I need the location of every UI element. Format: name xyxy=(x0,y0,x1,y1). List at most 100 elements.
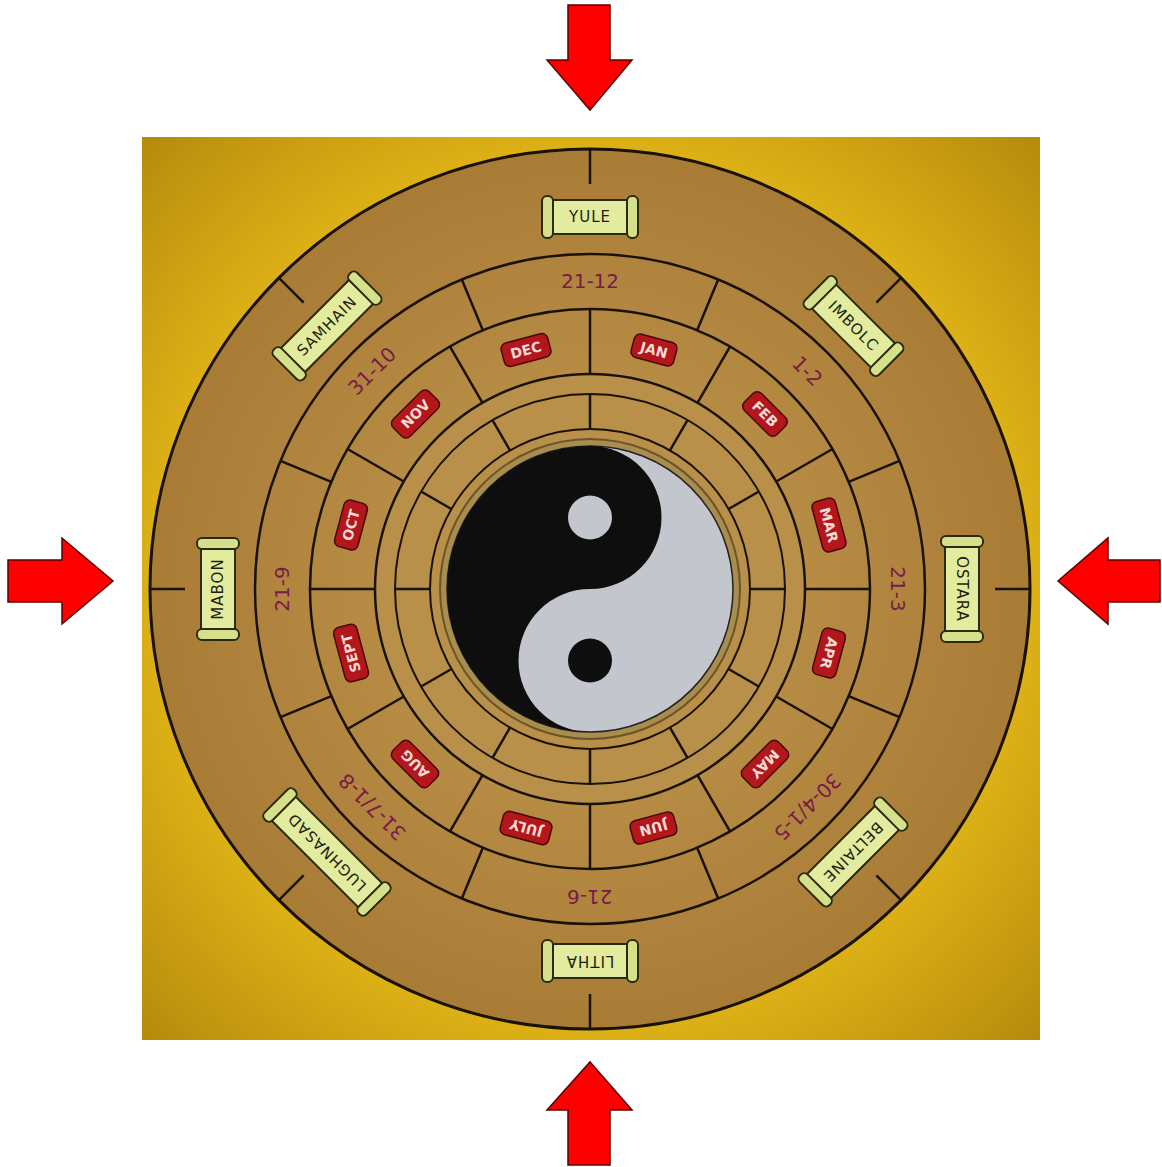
ring-border xyxy=(375,374,805,804)
scroll-body xyxy=(201,544,235,634)
ring-spoke xyxy=(729,669,759,687)
patch-body xyxy=(629,810,679,845)
ring-spoke xyxy=(348,449,404,482)
scroll-roll xyxy=(627,196,638,238)
patch-body xyxy=(740,390,789,439)
ring-spoke xyxy=(805,588,870,591)
patch-body xyxy=(389,737,441,789)
ring-spoke xyxy=(697,848,718,899)
pointer-arrow xyxy=(547,1062,632,1165)
ring-spoke xyxy=(670,728,688,758)
ring-spoke xyxy=(150,588,185,591)
month-patch: DEC xyxy=(499,331,554,369)
month-patch: MAY xyxy=(737,736,792,791)
ring-border xyxy=(255,254,925,924)
ring-spoke xyxy=(697,280,718,331)
patch-body xyxy=(630,333,679,368)
scroll-body xyxy=(548,944,632,978)
gold-ring xyxy=(440,439,740,739)
patch-body xyxy=(810,497,847,553)
ring-spoke xyxy=(750,588,785,591)
patch-body xyxy=(811,627,847,680)
date-label: 31-7/1-8 xyxy=(334,768,411,845)
yin-yang-dot xyxy=(568,496,612,540)
month-patch: SEPT xyxy=(331,622,371,685)
month-patch: OCT xyxy=(332,498,370,553)
ring-spoke xyxy=(493,728,511,758)
ring-spoke xyxy=(589,994,592,1029)
ring-spoke xyxy=(589,749,592,784)
pointer-arrow xyxy=(547,5,632,110)
ring-spoke xyxy=(589,394,592,429)
month-patch: FEB xyxy=(738,388,790,440)
ring-spoke xyxy=(462,280,483,331)
date-label: 30-4/1-5 xyxy=(769,768,846,845)
date-label: 21-6 xyxy=(567,885,612,909)
date-label: 21-12 xyxy=(561,269,619,293)
patch-body xyxy=(333,623,371,683)
month-patch: JULY xyxy=(498,808,555,847)
patch-body xyxy=(334,499,370,552)
festival-name: LITHA xyxy=(566,952,614,970)
ring-spoke xyxy=(849,461,900,482)
ring-spoke xyxy=(450,347,483,403)
month-patch: MAR xyxy=(809,496,848,555)
date-label: 21-9 xyxy=(270,566,294,611)
festival-scroll: OSTARA xyxy=(940,534,984,644)
yin-yang-dot xyxy=(568,639,612,683)
ring-spoke xyxy=(395,588,430,591)
pointer-arrow xyxy=(1058,538,1160,624)
ring-spoke xyxy=(281,696,332,717)
ring-border xyxy=(310,309,870,869)
outer-ring xyxy=(150,149,1030,1029)
scroll-roll xyxy=(197,538,239,549)
ring-spoke xyxy=(776,449,832,482)
ring-spoke xyxy=(348,697,404,730)
ring-spoke xyxy=(776,697,832,730)
scroll-roll xyxy=(542,940,553,982)
yin-yang-light xyxy=(447,446,733,732)
ring-spoke xyxy=(876,278,901,303)
ring-spoke xyxy=(589,149,592,184)
date-label: 1-2 xyxy=(788,351,828,391)
scroll-roll xyxy=(197,629,239,640)
spoke-group xyxy=(150,149,1030,1029)
ring-border xyxy=(395,394,785,784)
ring-spoke xyxy=(310,588,375,591)
month-patch: JAN xyxy=(628,332,679,369)
patch-body xyxy=(500,333,553,369)
ring-spoke xyxy=(670,420,688,450)
festival-name: YULE xyxy=(569,208,611,226)
ring-spoke xyxy=(698,775,731,831)
ring-border xyxy=(430,429,750,749)
ring-spoke xyxy=(729,492,759,510)
scroll-body xyxy=(548,200,632,234)
scroll-body xyxy=(945,542,979,636)
festival-name: MABON xyxy=(209,558,227,619)
festival-name: OSTARA xyxy=(953,556,971,622)
ring-spoke xyxy=(589,804,592,869)
patch-body xyxy=(499,810,554,846)
scroll-roll xyxy=(941,631,983,642)
patch-body xyxy=(389,388,442,441)
festival-scroll: LITHA xyxy=(540,939,640,983)
festival-scroll: MABON xyxy=(196,536,240,642)
ring-spoke xyxy=(876,875,901,900)
painting-canvas xyxy=(142,137,1040,1040)
date-label: 31-10 xyxy=(343,342,401,400)
ring-spoke xyxy=(849,696,900,717)
ring-spoke xyxy=(589,309,592,374)
date-label: 21-3 xyxy=(886,566,910,611)
ring-spoke xyxy=(421,492,451,510)
pointer-arrow xyxy=(8,538,113,624)
month-patch: APR xyxy=(810,625,848,680)
ring-spoke xyxy=(995,588,1030,591)
ring-spoke xyxy=(450,775,483,831)
yin-yang-dark xyxy=(447,446,662,732)
ring-spoke xyxy=(698,347,731,403)
month-patch: AUG xyxy=(388,736,443,791)
ring-spoke xyxy=(421,669,451,687)
ring-spoke xyxy=(493,420,511,450)
